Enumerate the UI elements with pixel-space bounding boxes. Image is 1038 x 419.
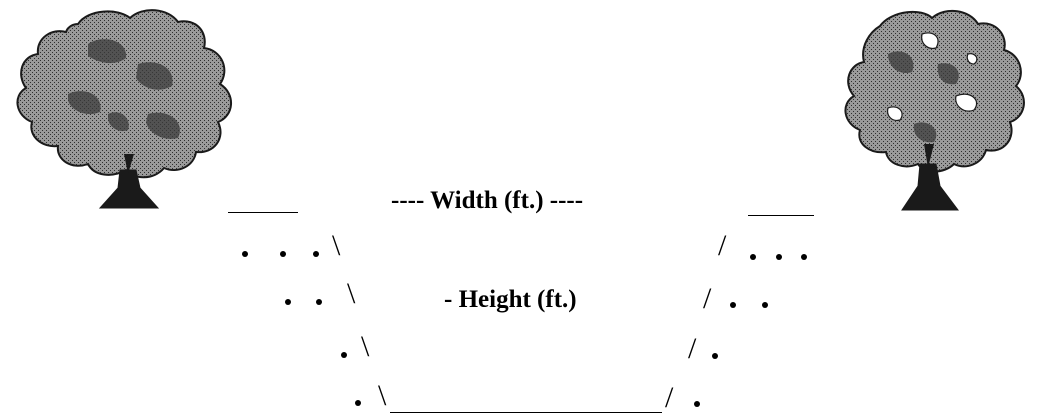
right-bank-slope-mark: / [688, 332, 697, 365]
left-bank-dot [316, 299, 322, 305]
right-bank-dot [750, 254, 756, 260]
tree-icon [844, 9, 1025, 211]
tree-icon [16, 9, 232, 209]
right-bank-dot [776, 254, 782, 260]
left-bank-slope-mark: \ [347, 277, 356, 310]
right-bank-top-line [748, 215, 814, 216]
left-bank-dot [313, 251, 319, 257]
right-bank-slope-mark: / [718, 229, 727, 262]
right-bank-dot [801, 254, 807, 260]
left-bank-slope-mark: \ [361, 330, 370, 363]
right-bank-slope-mark: / [665, 381, 674, 414]
left-bank-slope-mark: \ [378, 379, 387, 412]
left-bank-dot [242, 251, 248, 257]
left-bank-dot [355, 400, 361, 406]
left-bank-slope-mark: \ [332, 229, 341, 262]
channel-bed-line [390, 412, 662, 413]
right-bank-dot [730, 302, 736, 308]
width-label: ---- Width (ft.) ---- [391, 187, 584, 214]
right-bank-slope-mark: / [703, 282, 712, 315]
left-bank-dot [341, 352, 347, 358]
right-bank-dot [762, 302, 768, 308]
height-label: - Height (ft.) [444, 286, 577, 313]
right-bank-dot [694, 401, 700, 407]
left-bank-dot [280, 251, 286, 257]
left-bank-dot [285, 299, 291, 305]
left-bank-top-line [228, 212, 298, 213]
right-bank-dot [712, 353, 718, 359]
